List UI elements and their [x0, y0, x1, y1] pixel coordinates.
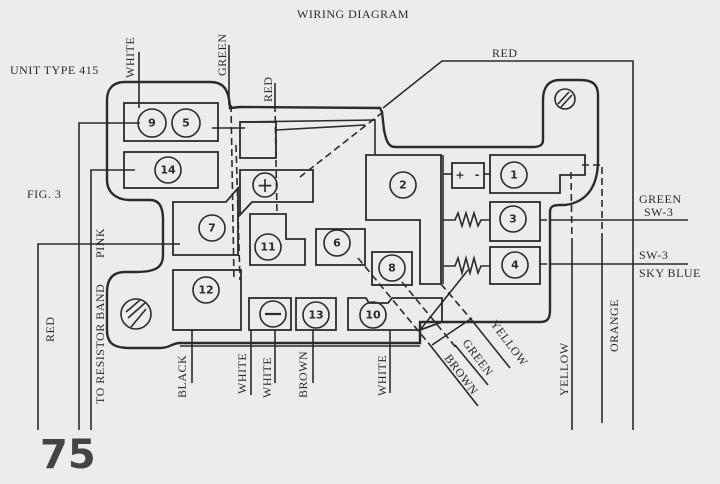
terminal-4: 4	[501, 251, 529, 279]
svg-text:1: 1	[510, 169, 518, 182]
diagram-title: WIRING DIAGRAM	[297, 7, 409, 21]
label-orange: ORANGE	[607, 299, 621, 352]
svg-text:6: 6	[333, 237, 341, 250]
terminal-12: 12	[192, 276, 220, 304]
terminal-8: 8	[378, 254, 406, 282]
terminal-1: 1	[500, 161, 528, 189]
capacitor-minus: -	[475, 169, 480, 182]
svg-text:10: 10	[365, 309, 381, 322]
terminal-block-positive	[239, 169, 314, 218]
svg-text:2: 2	[399, 179, 407, 192]
terminal-10: 10	[359, 301, 387, 329]
terminal-block-1	[489, 154, 586, 194]
svg-text:4: 4	[511, 259, 519, 272]
terminal-block-red	[239, 121, 277, 159]
label-yellow-diag: YELLOW	[488, 317, 532, 368]
capacitor-box	[451, 162, 485, 189]
terminal-block-3	[489, 201, 541, 242]
screw-icon	[554, 88, 576, 110]
label-white-1: WHITE	[235, 353, 249, 394]
terminal-block-8	[371, 251, 413, 286]
svg-text:11: 11	[260, 241, 275, 254]
svg-text:3: 3	[509, 213, 517, 226]
label-green-top: GREEN	[215, 34, 229, 77]
resistor-4	[443, 254, 490, 277]
resistor-3	[443, 210, 490, 229]
terminal-9: 9	[137, 108, 167, 138]
terminal-negative	[259, 300, 287, 328]
terminal-6: 6	[323, 229, 351, 257]
housing-outline	[105, 78, 600, 350]
terminal-13: 13	[302, 301, 330, 329]
label-sw3-right-2: SW-3	[639, 248, 668, 262]
wire-red-upper	[382, 60, 634, 430]
unit-type-label: UNIT TYPE 415	[10, 63, 99, 77]
screw-icon	[120, 298, 152, 330]
terminal-3: 3	[499, 205, 527, 233]
label-white-top: WHITE	[123, 37, 137, 78]
label-white-3: WHITE	[375, 355, 389, 396]
terminal-5: 5	[171, 108, 201, 138]
label-yellow-right: YELLOW	[557, 342, 571, 396]
capacitor-plus: +	[455, 169, 464, 182]
terminal-block-6	[315, 228, 366, 266]
terminal-2: 2	[389, 171, 417, 199]
label-pink: PINK	[93, 228, 107, 258]
terminal-block-11	[249, 213, 306, 266]
terminal-positive: +	[252, 172, 278, 198]
figure-label: FIG. 3	[27, 187, 61, 201]
terminal-block-13	[295, 297, 337, 331]
terminal-11: 11	[254, 233, 282, 261]
label-black: BLACK	[175, 355, 189, 398]
label-red-top: RED	[261, 77, 275, 103]
page-number: 75	[40, 432, 96, 478]
svg-text:7: 7	[208, 222, 216, 235]
svg-text:9: 9	[148, 117, 156, 130]
svg-text:12: 12	[198, 284, 213, 297]
label-green-right: GREEN	[639, 192, 682, 206]
label-sw3-right-1: SW-3	[644, 205, 673, 219]
svg-text:8: 8	[388, 262, 396, 275]
terminal-7: 7	[198, 214, 226, 242]
svg-text:5: 5	[182, 117, 190, 130]
label-to-resistor-band: TO RESISTOR BAND	[93, 284, 107, 404]
label-red-upper: RED	[492, 46, 518, 60]
terminal-14: 14	[154, 156, 182, 184]
terminal-block-2	[365, 154, 442, 285]
label-brown: BROWN	[296, 351, 310, 398]
label-white-2: WHITE	[260, 357, 274, 398]
terminal-block-12	[172, 269, 242, 331]
terminal-block-10	[347, 297, 443, 331]
terminal-block-negative	[248, 297, 292, 331]
svg-text:14: 14	[160, 164, 176, 177]
label-red-left: RED	[43, 317, 57, 343]
svg-text:13: 13	[308, 309, 323, 322]
terminal-block-9-5	[123, 102, 219, 142]
terminal-block-7	[172, 185, 239, 256]
label-sky-blue: SKY BLUE	[639, 266, 701, 280]
svg-text:+: +	[257, 173, 274, 197]
